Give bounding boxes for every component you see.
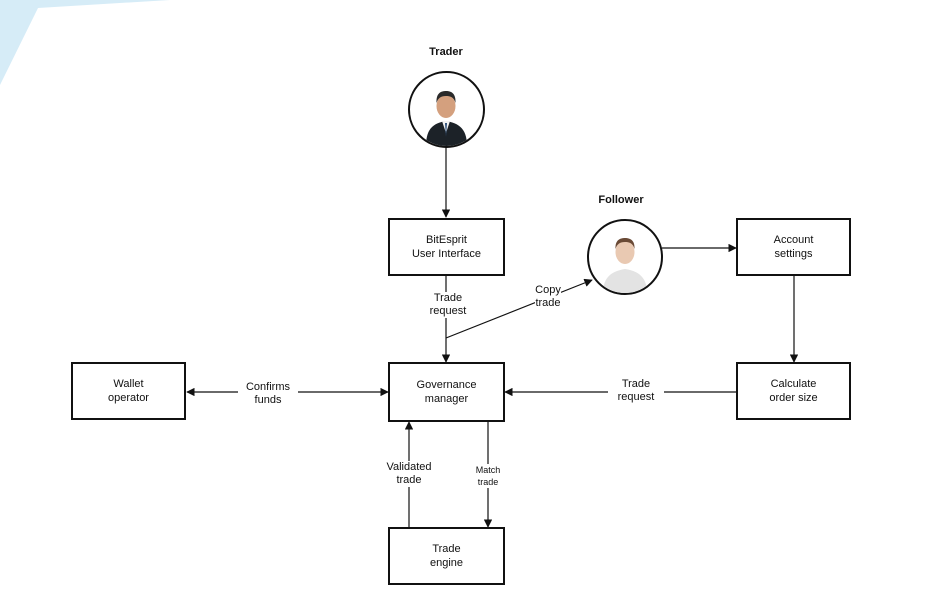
edge-label-copy-trade: Copy trade xyxy=(528,284,568,310)
edge-label-text: request xyxy=(429,305,467,317)
edge-label-confirms-funds: Confirms funds xyxy=(238,381,298,407)
node-label: BitEsprit xyxy=(426,234,467,246)
edge-label-text: Validated xyxy=(386,461,432,473)
edge-label-text: Trade xyxy=(621,378,651,390)
governance-manager-node: Governance manager xyxy=(388,362,505,422)
edge-label-text: funds xyxy=(254,394,282,406)
node-label: User Interface xyxy=(411,248,482,260)
node-label: Trade xyxy=(432,543,461,555)
edge-label-text: Trade xyxy=(433,292,463,304)
trade-engine-node: Trade engine xyxy=(388,527,505,585)
account-settings-node: Account settings xyxy=(736,218,851,276)
edge-label-text: Match xyxy=(475,465,501,475)
node-label: engine xyxy=(429,557,464,569)
wallet-operator-node: Wallet operator xyxy=(71,362,186,420)
edge-label-text: request xyxy=(617,391,655,403)
edge-label-text: trade xyxy=(396,474,422,486)
edge-label-text: Confirms xyxy=(245,381,290,393)
follower-title: Follower xyxy=(598,194,644,206)
node-label: operator xyxy=(108,392,149,404)
node-label: settings xyxy=(774,248,813,260)
edge-label-trade-request-ui: Trade request xyxy=(420,292,476,318)
calculate-order-size-node: Calculate order size xyxy=(736,362,851,420)
node-label: Account xyxy=(773,234,814,246)
edge-copy-trade xyxy=(445,278,593,339)
edge-label-text: trade xyxy=(477,477,499,487)
edge-label-text: trade xyxy=(535,297,561,310)
node-label: Governance xyxy=(416,379,477,391)
node-label: order size xyxy=(769,392,818,404)
node-label: manager xyxy=(424,393,469,405)
node-label: Calculate xyxy=(770,378,817,390)
businessman-avatar-icon xyxy=(408,71,485,148)
edge-label-validated-trade: Validated trade xyxy=(379,461,439,487)
edge-label-match-trade: Match trade xyxy=(468,464,508,488)
edge-label-text: Copy xyxy=(535,284,561,297)
trader-title: Trader xyxy=(429,46,463,58)
person-avatar-icon xyxy=(587,219,663,295)
edge-label-trade-request-calc: Trade request xyxy=(608,378,664,404)
node-label: Wallet xyxy=(113,378,144,390)
